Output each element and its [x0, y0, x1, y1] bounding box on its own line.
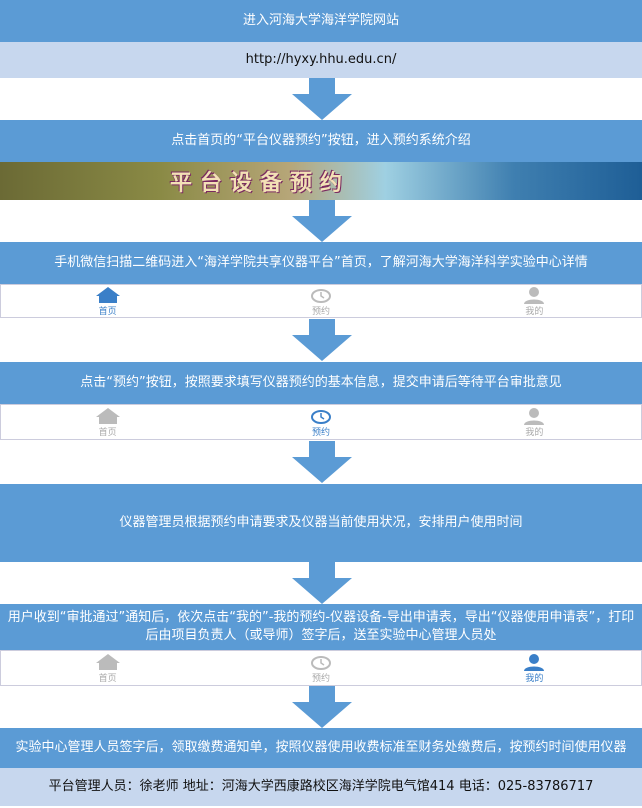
arrow-down-icon	[292, 200, 352, 242]
alarm-clock-icon	[310, 655, 331, 670]
website-url[interactable]: http://hyxy.hhu.edu.cn/	[0, 42, 642, 78]
tab-label: 预约	[311, 427, 330, 438]
tab-book[interactable]: 预约	[214, 651, 427, 685]
arrow-down-icon	[292, 562, 352, 604]
arrow-down-icon	[292, 686, 352, 728]
tabbar-book-active: 首页 预约 我的	[0, 404, 642, 440]
home-icon	[95, 286, 120, 303]
tab-label: 首页	[98, 673, 117, 684]
tab-home[interactable]: 首页	[1, 285, 214, 317]
banner-title: 平台设备预约	[170, 171, 351, 196]
contact-text: 平台管理人员：徐老师 地址：河海大学西康路校区海洋学院电气馆414 电话：025…	[48, 779, 594, 794]
step-text: 点击“预约”按钮，按照要求填写仪器预约的基本信息，提交申请后等待平台审批意见	[80, 375, 562, 390]
step-export-form: 用户收到“审批通过”通知后，依次点击“我的”-我的预约-仪器设备-导出申请表，导…	[0, 604, 642, 650]
tabbar-mine-active: 首页 预约 我的	[0, 650, 642, 686]
alarm-clock-icon	[310, 288, 331, 303]
step-text: 进入河海大学海洋学院网站	[242, 13, 399, 28]
url-text[interactable]: http://hyxy.hhu.edu.cn/	[245, 52, 397, 67]
step-scan-qr: 手机微信扫描二维码进入“海洋学院共享仪器平台”首页，了解河海大学海洋科学实验中心…	[0, 242, 642, 284]
step-visit-website: 进入河海大学海洋学院网站	[0, 0, 642, 42]
step-pay-and-use: 实验中心管理人员签字后，领取缴费通知单，按照仪器使用收费标准至财务处缴费后，按预…	[0, 728, 642, 768]
user-icon	[524, 286, 545, 304]
arrow-down-icon	[292, 319, 352, 361]
user-icon	[524, 653, 545, 671]
step-text: 点击首页的“平台仪器预约”按钮，进入预约系统介绍	[171, 133, 471, 148]
tab-label: 首页	[98, 306, 117, 317]
tab-label: 预约	[311, 673, 330, 684]
home-icon	[95, 653, 120, 670]
tabbar-home-active: 首页 预约 我的	[0, 284, 642, 318]
booking-banner-image[interactable]: 平台设备预约	[0, 162, 642, 200]
user-icon	[524, 407, 545, 425]
step-click-booking: 点击首页的“平台仪器预约”按钮，进入预约系统介绍	[0, 120, 642, 162]
tab-home[interactable]: 首页	[1, 405, 214, 439]
tab-mine[interactable]: 我的	[428, 285, 641, 317]
tab-home[interactable]: 首页	[1, 651, 214, 685]
arrow-down-icon	[292, 441, 352, 483]
tab-label: 我的	[525, 427, 544, 438]
tab-book[interactable]: 预约	[214, 285, 427, 317]
tab-mine[interactable]: 我的	[428, 405, 641, 439]
alarm-clock-icon	[310, 409, 331, 424]
step-admin-schedule: 仪器管理员根据预约申请要求及仪器当前使用状况，安排用户使用时间	[0, 484, 642, 562]
step-text: 仪器管理员根据预约申请要求及仪器当前使用状况，安排用户使用时间	[119, 515, 523, 530]
tab-label: 我的	[525, 306, 544, 317]
arrow-down-icon	[292, 78, 352, 120]
tab-mine[interactable]: 我的	[428, 651, 641, 685]
step-submit-booking: 点击“预约”按钮，按照要求填写仪器预约的基本信息，提交申请后等待平台审批意见	[0, 362, 642, 404]
step-text: 实验中心管理人员签字后，领取缴费通知单，按照仪器使用收费标准至财务处缴费后，按预…	[15, 740, 627, 755]
tab-label: 预约	[311, 306, 330, 317]
home-icon	[95, 407, 120, 424]
step-text: 用户收到“审批通过”通知后，依次点击“我的”-我的预约-仪器设备-导出申请表，导…	[7, 610, 635, 643]
contact-footer: 平台管理人员：徐老师 地址：河海大学西康路校区海洋学院电气馆414 电话：025…	[0, 768, 642, 806]
tab-label: 我的	[525, 673, 544, 684]
tab-label: 首页	[98, 427, 117, 438]
step-text: 手机微信扫描二维码进入“海洋学院共享仪器平台”首页，了解河海大学海洋科学实验中心…	[54, 255, 588, 270]
tab-book[interactable]: 预约	[214, 405, 427, 439]
